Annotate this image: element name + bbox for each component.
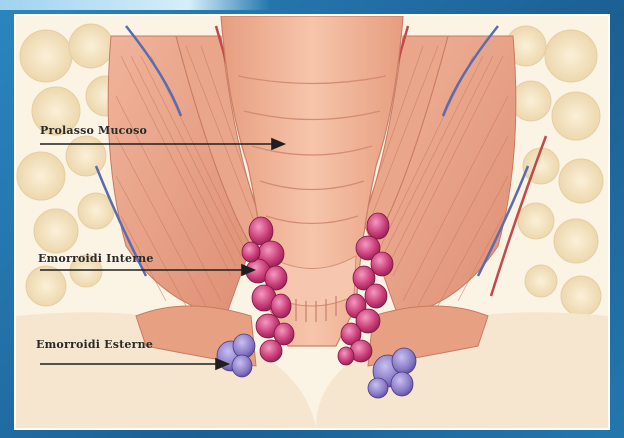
frame-highlight — [0, 0, 270, 10]
anatomy-illustration — [16, 16, 608, 428]
illustration-panel: Prolasso Mucoso Emorroidi Interne Emorro… — [14, 14, 610, 430]
label-emorroidi-esterne: Emorroidi Esterne — [36, 338, 153, 351]
label-prolasso-mucoso: Prolasso Mucoso — [40, 124, 147, 137]
label-emorroidi-interne: Emorroidi Interne — [38, 252, 154, 265]
